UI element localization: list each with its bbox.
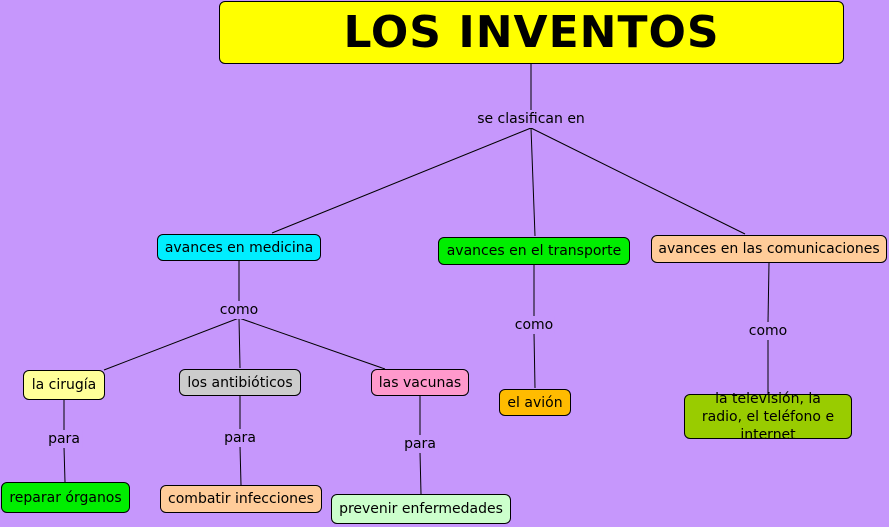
connector (767, 262, 770, 323)
link-label-medicina: como (217, 301, 261, 319)
connector (239, 445, 242, 486)
link-label-cirugia: para (46, 430, 82, 448)
node-avion[interactable]: el avión (499, 389, 571, 416)
node-medicina[interactable]: avances en medicina (157, 234, 321, 261)
link-label-antibioticos: para (222, 429, 258, 447)
connector (530, 127, 746, 235)
node-infecciones[interactable]: combatir infecciones (160, 485, 322, 513)
link-label-transporte: como (512, 316, 556, 334)
connector (271, 127, 532, 234)
concept-map-title: LOS INVENTOS (219, 1, 844, 64)
node-vacunas[interactable]: las vacunas (371, 369, 469, 396)
connector (419, 451, 422, 495)
link-label-vacunas: para (402, 435, 438, 453)
link-label-comunicaciones: como (746, 322, 790, 340)
node-organos[interactable]: reparar órganos (1, 482, 130, 513)
node-antibioticos[interactable]: los antibióticos (179, 369, 301, 396)
connector (103, 317, 240, 371)
connector (63, 446, 66, 483)
node-cirugia[interactable]: la cirugía (23, 370, 105, 400)
node-comunicaciones[interactable]: avances en las comunicaciones (651, 235, 887, 263)
connector (238, 317, 386, 370)
connector (533, 332, 536, 389)
link-label-root: se clasifican en (475, 110, 587, 128)
node-enfermedades[interactable]: prevenir enfermedades (331, 494, 511, 524)
connector (530, 127, 536, 237)
connector (238, 317, 241, 369)
node-transporte[interactable]: avances en el transporte (438, 237, 630, 265)
node-tv-radio-telefono-internet[interactable]: la televisión, la radio, el teléfono e i… (684, 391, 852, 443)
